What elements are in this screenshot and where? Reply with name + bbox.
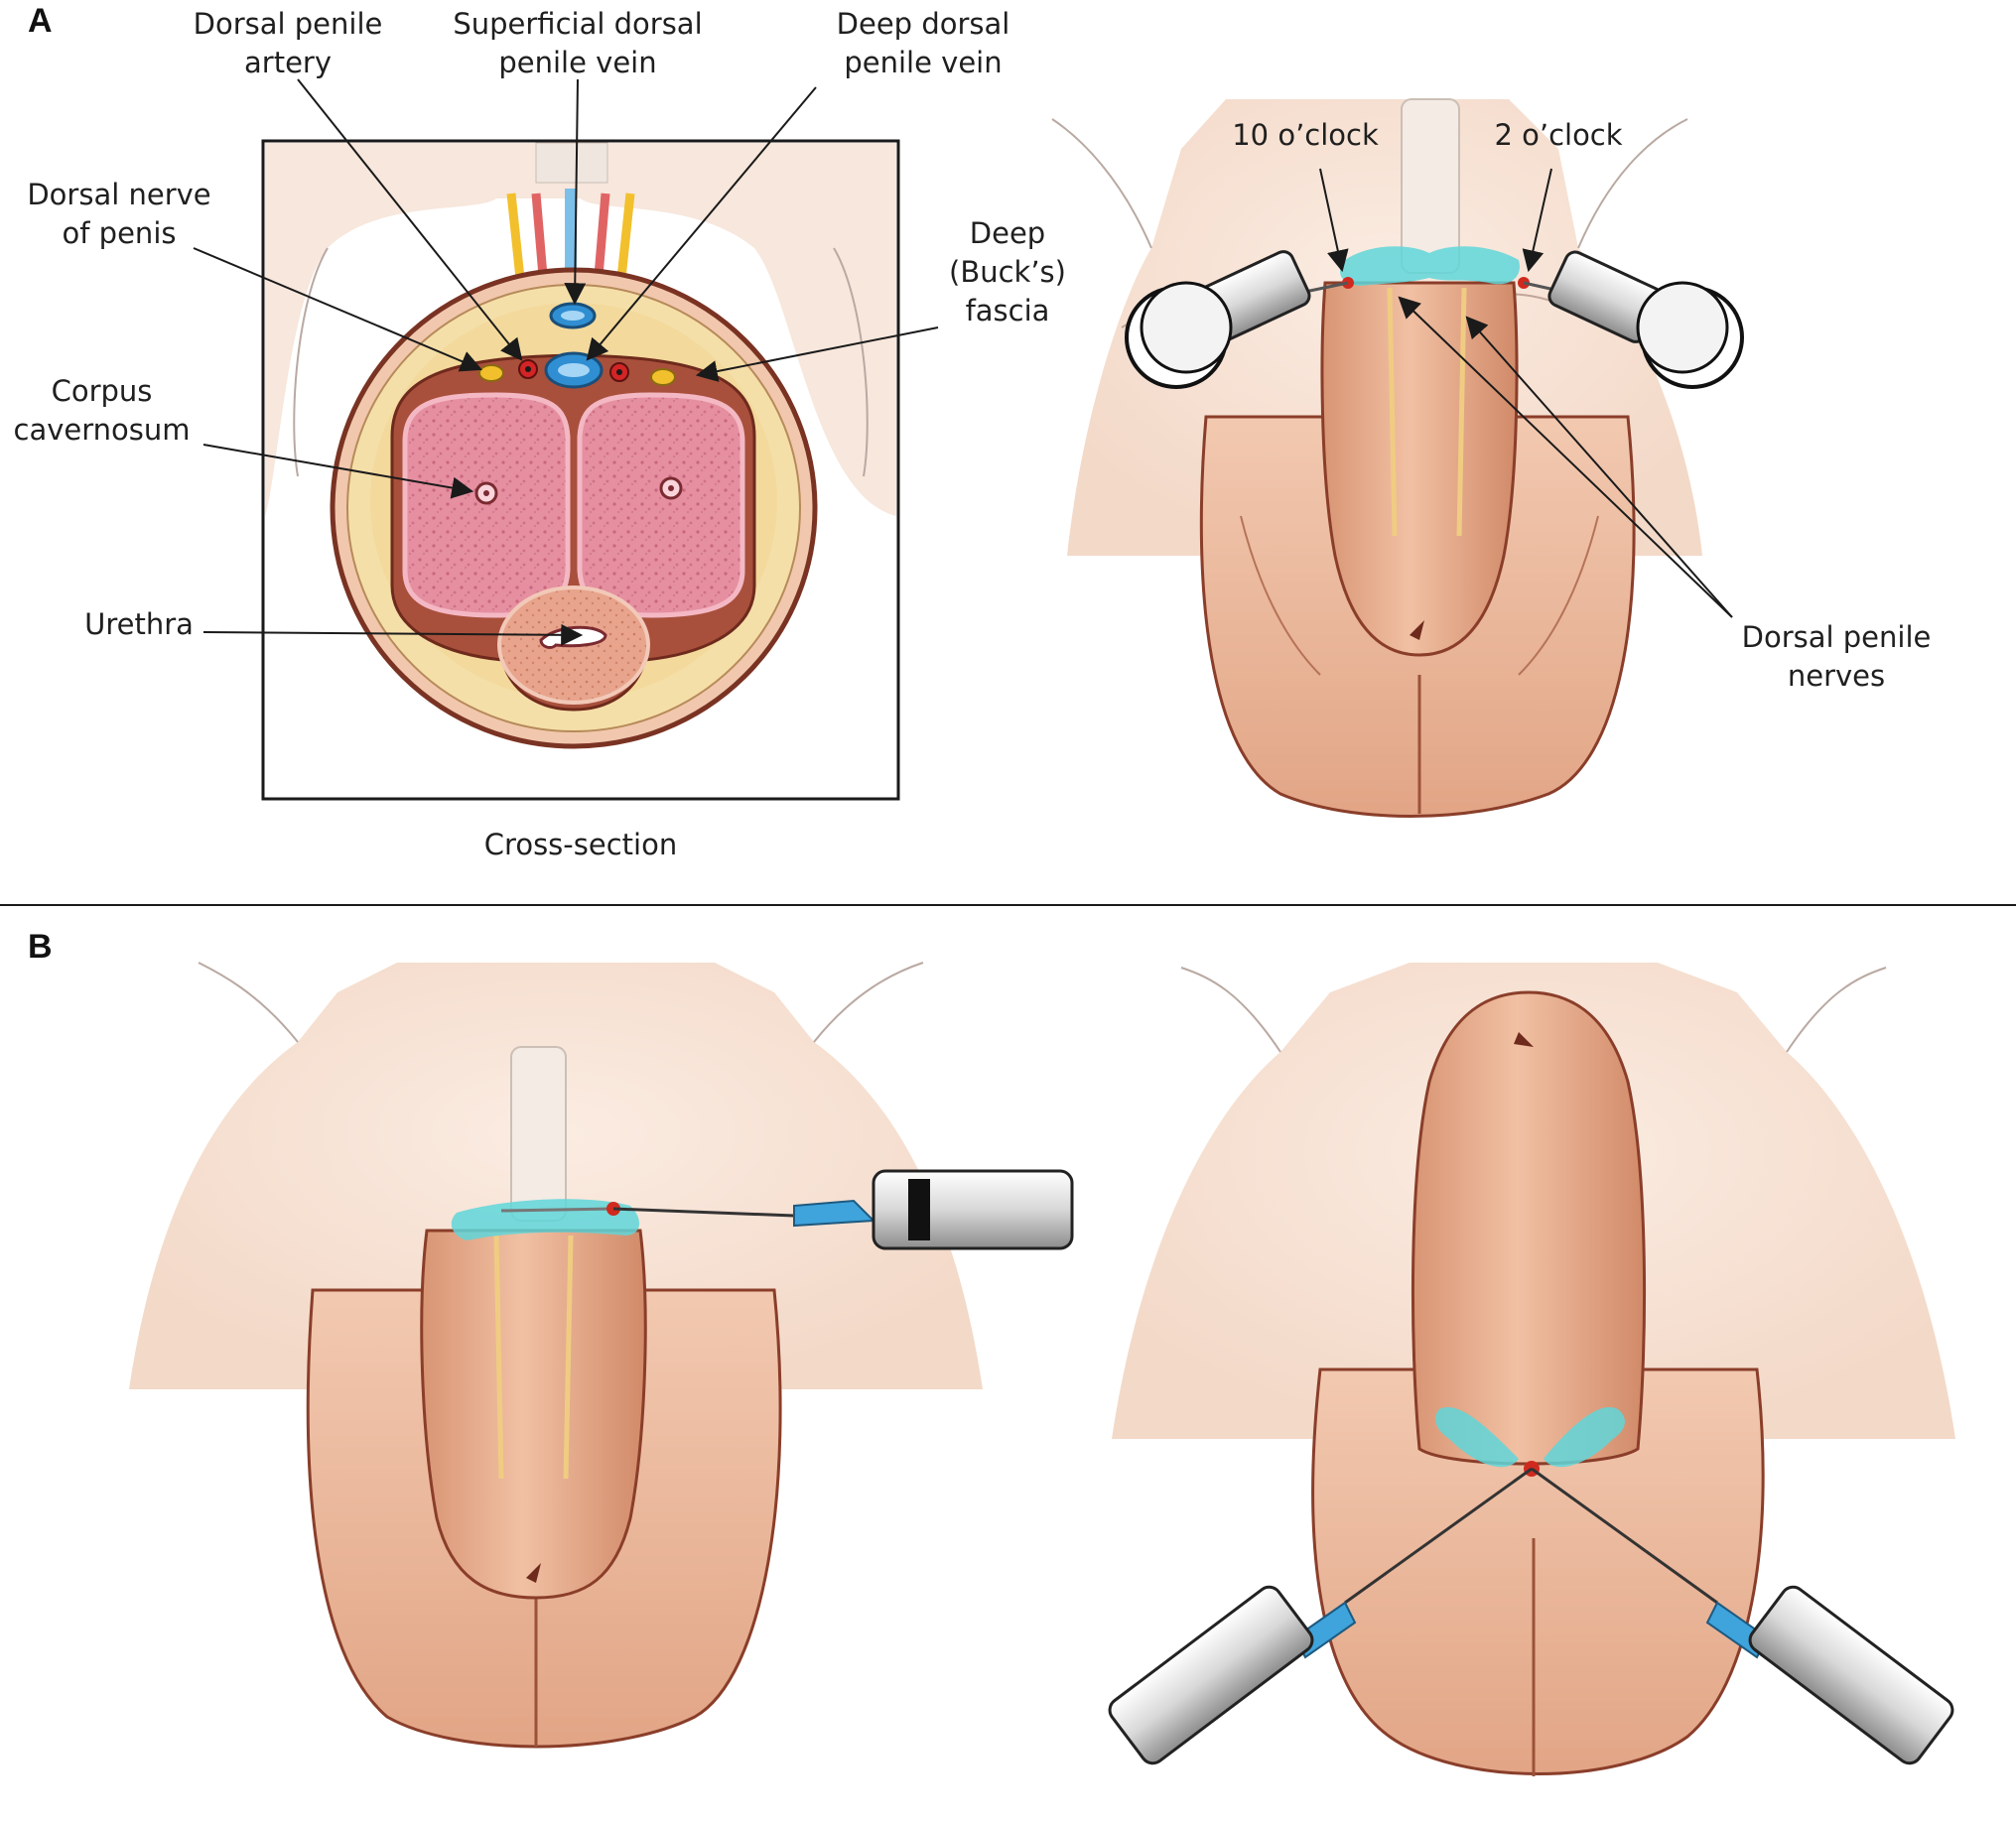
label-urethra: Urethra <box>84 607 194 641</box>
panel-b-letter: B <box>28 928 53 966</box>
right-syringe-panel-a <box>1523 250 1744 389</box>
label-dorsal-nerve-of-penis: Dorsal nerve of penis <box>27 178 211 250</box>
label-10-oclock: 10 o’clock <box>1232 118 1379 152</box>
cross-section-leaders <box>193 78 939 646</box>
label-deep-dorsal-penile-vein: Deep dorsal penile vein <box>836 7 1010 79</box>
syringe-panel-b-right-left <box>1108 1467 1533 1765</box>
label-dorsal-penile-artery: Dorsal penile artery <box>193 7 383 79</box>
label-cross-section: Cross-section <box>483 828 678 861</box>
label-superficial-dorsal-penile-vein: Superficial dorsal penile vein <box>453 7 703 79</box>
panel-a-letter: A <box>28 2 53 40</box>
panel-a-dorsal-block <box>1051 98 1744 818</box>
syringe-panel-b-left <box>612 1169 1074 1250</box>
cross-section-box <box>261 139 900 801</box>
panel-a-leaders <box>1319 168 1733 618</box>
panel-b-ventral-block <box>1108 963 1955 1776</box>
panel-b-dorsal-infiltration <box>129 962 1074 1749</box>
label-corpus-cavernosum: Corpus cavernosum <box>13 374 191 447</box>
syringe-panel-b-right-right <box>1531 1467 1954 1765</box>
label-dorsal-penile-nerves: Dorsal penile nerves <box>1741 620 1932 693</box>
label-2-oclock: 2 o’clock <box>1494 118 1623 152</box>
label-deep-bucks-fascia: Deep (Buck’s) fascia <box>949 216 1066 327</box>
left-syringe-panel-a <box>1125 250 1349 389</box>
